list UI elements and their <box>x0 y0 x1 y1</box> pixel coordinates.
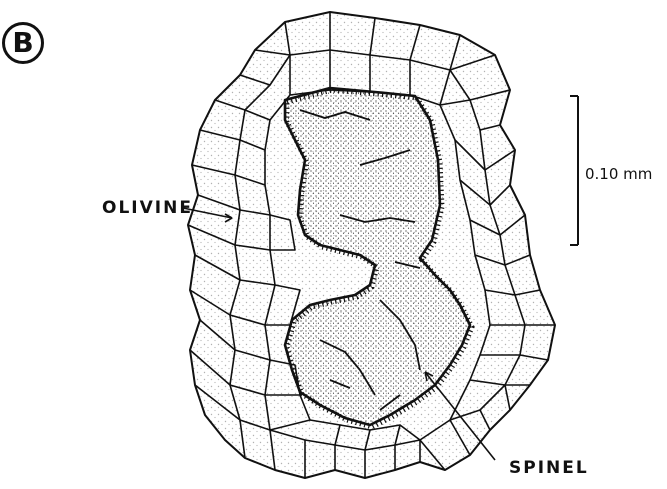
scale-bar <box>570 96 578 245</box>
spinel-label: SPINEL <box>509 458 589 478</box>
scale-bar-label: 0.10 mm <box>585 165 652 183</box>
panel-letter: B <box>2 22 44 64</box>
olivine-label: OLIVINE <box>102 198 193 218</box>
